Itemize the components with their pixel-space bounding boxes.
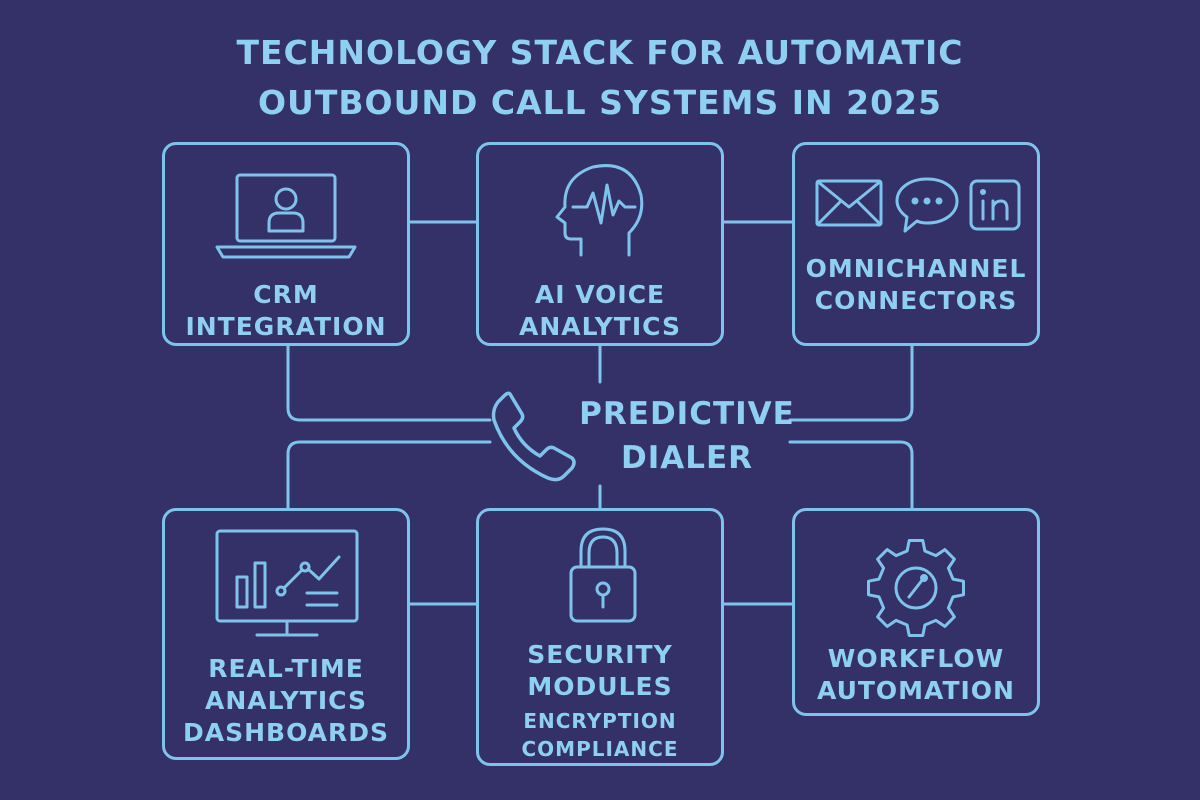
linkedin-icon — [969, 179, 1021, 231]
workflow-automation-box: Workflow Automation — [792, 508, 1040, 716]
analytics-label-line-1: Real-Time — [208, 654, 364, 683]
workflow-label-line-1: Workflow — [827, 644, 1005, 673]
omnichannel-label-line-2: Connectors — [814, 286, 1018, 315]
hub-label-line-2: Dialer — [620, 440, 754, 476]
security-label: Security Modules — [479, 639, 721, 703]
analytics-label: Real-Time Analytics Dashboards — [165, 653, 407, 749]
realtime-analytics-box: Real-Time Analytics Dashboards — [162, 508, 410, 760]
workflow-label: Workflow Automation — [795, 643, 1037, 707]
predictive-dialer-label: Predictive Dialer — [572, 392, 802, 480]
link-hub-analytics — [286, 440, 492, 510]
padlock-icon — [569, 527, 637, 623]
security-sublabel: Encryption Compliance — [479, 707, 721, 763]
crm-label-line-1: CRM — [253, 280, 319, 309]
analytics-label-line-3: Dashboards — [182, 718, 390, 747]
crm-integration-box: CRM Integration — [162, 142, 410, 346]
head-waveform-icon — [555, 164, 644, 257]
security-label-line-1: Security — [527, 640, 673, 669]
crm-label: CRM Integration — [165, 279, 407, 343]
link-crm-hub — [286, 344, 492, 422]
crm-label-line-2: Integration — [185, 312, 387, 341]
security-label-line-2: Modules — [527, 672, 673, 701]
predictive-dialer-hub: Predictive Dialer — [488, 380, 808, 490]
ai-voice-label-line-1: AI Voice — [534, 280, 666, 309]
title-line-2: Outbound Call Systems in 2025 — [258, 83, 942, 122]
security-sub-line-1: Encryption — [523, 709, 677, 733]
ai-voice-analytics-box: AI Voice Analytics — [476, 142, 724, 346]
phone-icon — [491, 391, 576, 482]
security-modules-box: Security Modules Encryption Compliance — [476, 508, 724, 766]
omnichannel-label-line-1: Omnichannel — [805, 254, 1027, 283]
gear-icon — [867, 539, 965, 637]
omnichannel-label: Omnichannel Connectors — [795, 253, 1037, 317]
envelope-icon — [815, 179, 883, 227]
link-omni-hub — [788, 344, 914, 422]
workflow-label-line-2: Automation — [816, 676, 1015, 705]
ai-voice-label-line-2: Analytics — [519, 312, 681, 341]
hub-label-line-1: Predictive — [579, 396, 795, 432]
diagram-title: Technology Stack for Automatic Outbound … — [0, 28, 1200, 128]
ai-voice-label: AI Voice Analytics — [479, 279, 721, 343]
laptop-user-icon — [215, 173, 357, 259]
title-line-1: Technology Stack for Automatic — [236, 33, 964, 72]
chat-bubble-icon — [895, 177, 959, 233]
omnichannel-connectors-box: Omnichannel Connectors — [792, 142, 1040, 346]
link-hub-workflow — [788, 440, 914, 510]
monitor-chart-icon — [215, 529, 359, 637]
security-sub-line-2: Compliance — [521, 737, 679, 761]
analytics-label-line-2: Analytics — [205, 686, 367, 715]
